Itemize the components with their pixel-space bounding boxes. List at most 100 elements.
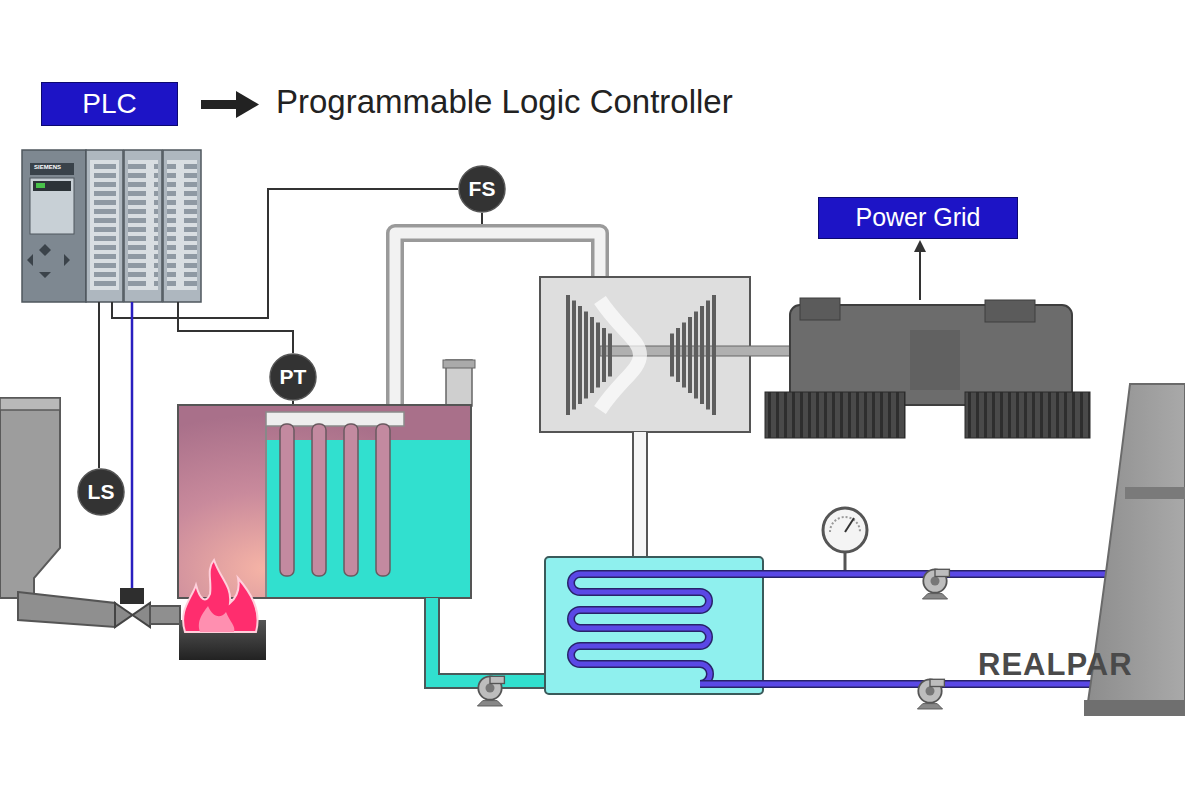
burner-flame — [179, 560, 266, 660]
steam-turbine — [712, 295, 716, 415]
generator — [765, 240, 1090, 438]
steam-pipe — [395, 233, 600, 420]
pressure-gauge — [823, 508, 867, 552]
pump-symbol — [922, 569, 949, 599]
signal-wire — [98, 302, 100, 468]
pointer-arrow — [201, 91, 259, 118]
plc-hardware — [27, 244, 70, 278]
plc-hardware — [33, 181, 71, 191]
steam-turbine — [670, 334, 674, 377]
steam-turbine — [688, 317, 692, 393]
steam-turbine — [596, 323, 600, 388]
boiler — [265, 426, 267, 597]
pump-symbol — [477, 676, 504, 706]
plc-hardware — [128, 160, 158, 290]
fuel-hopper — [150, 606, 180, 624]
sensor-tag: FS — [469, 177, 496, 200]
control-wire — [131, 302, 134, 590]
steam-turbine — [600, 300, 640, 410]
plc-hardware — [90, 160, 119, 290]
fuel-hopper — [115, 603, 150, 627]
boiler — [312, 424, 326, 576]
box-label: Power Grid — [855, 204, 980, 232]
watermark: REALPAR — [978, 648, 1133, 682]
plc-hardware — [90, 160, 119, 290]
steam-turbine — [694, 312, 698, 399]
plc-hardware — [22, 150, 201, 302]
cooling-tower — [1084, 700, 1185, 716]
pressure-gauge — [845, 518, 854, 532]
fuel-hopper — [18, 592, 115, 627]
generator — [910, 330, 960, 390]
sensor-tag: PT — [280, 365, 307, 388]
label-box: PLC — [41, 82, 178, 126]
burner-flame — [199, 606, 234, 632]
label-box: Power Grid — [818, 197, 1018, 239]
plc-hardware — [124, 150, 162, 302]
generator — [985, 300, 1035, 322]
boiler — [443, 360, 475, 368]
fuel-hopper — [120, 588, 144, 604]
plc-hardware — [36, 183, 45, 188]
steam-turbine — [634, 432, 646, 557]
sensor-tag: LS — [88, 480, 115, 503]
boiler — [280, 424, 294, 576]
steam-pipe — [395, 233, 600, 420]
cooling-water-pipe — [700, 572, 1125, 577]
sensor-circle — [270, 354, 316, 400]
boiler — [376, 424, 390, 576]
feedwater-pipe — [432, 598, 546, 681]
condenser — [571, 574, 710, 684]
steam-turbine — [706, 301, 710, 410]
sensor-circle — [78, 469, 124, 515]
steam-turbine — [682, 323, 686, 388]
steam-turbine — [602, 328, 606, 382]
boiler — [280, 424, 390, 576]
steam-turbine — [590, 317, 594, 393]
plc-hardware — [86, 150, 123, 302]
steam-turbine — [566, 295, 716, 415]
generator — [919, 246, 921, 300]
steam-turbine — [566, 295, 570, 415]
condenser — [571, 574, 710, 684]
plc-hardware — [30, 163, 74, 175]
steam-turbine — [608, 334, 612, 377]
plc-hardware — [167, 160, 197, 290]
feedwater-pipe — [432, 598, 546, 681]
plc-hardware — [163, 150, 201, 302]
plc-hardware — [167, 160, 197, 290]
sensor-symbol: LS — [77, 468, 125, 516]
brand-mark: SIEMENS — [34, 164, 61, 171]
pointer-arrow — [236, 91, 259, 118]
steam-turbine — [700, 306, 704, 404]
plc-hardware — [30, 178, 74, 234]
steam-turbine — [632, 432, 648, 557]
cooling-water-pipe — [700, 570, 1125, 578]
pressure-gauge — [830, 517, 860, 532]
steam-turbine — [540, 277, 790, 557]
steam-turbine — [578, 306, 582, 404]
plc-hardware — [22, 150, 86, 302]
pump-symbol — [917, 679, 944, 709]
generator — [800, 298, 840, 320]
cooling-tower — [1125, 487, 1185, 499]
cooling-water-pipe — [700, 682, 1125, 687]
box-label: PLC — [82, 89, 136, 120]
burner-flame — [183, 560, 258, 632]
heading-text: Programmable Logic Controller — [276, 84, 733, 120]
boiler — [266, 440, 470, 597]
plc-hardware — [128, 160, 158, 290]
boiler — [178, 360, 475, 598]
generator — [765, 392, 905, 438]
pressure-gauge — [823, 508, 867, 552]
fuel-hopper — [0, 398, 60, 410]
fuel-hopper — [0, 398, 180, 627]
pointer-arrow — [201, 100, 239, 109]
steam-pipe — [395, 233, 600, 420]
feedwater-pipe — [432, 598, 546, 681]
fuel-hopper — [0, 398, 60, 598]
steam-turbine — [572, 301, 576, 410]
steam-turbine — [584, 312, 588, 399]
sensor-symbol: FS — [458, 165, 506, 213]
